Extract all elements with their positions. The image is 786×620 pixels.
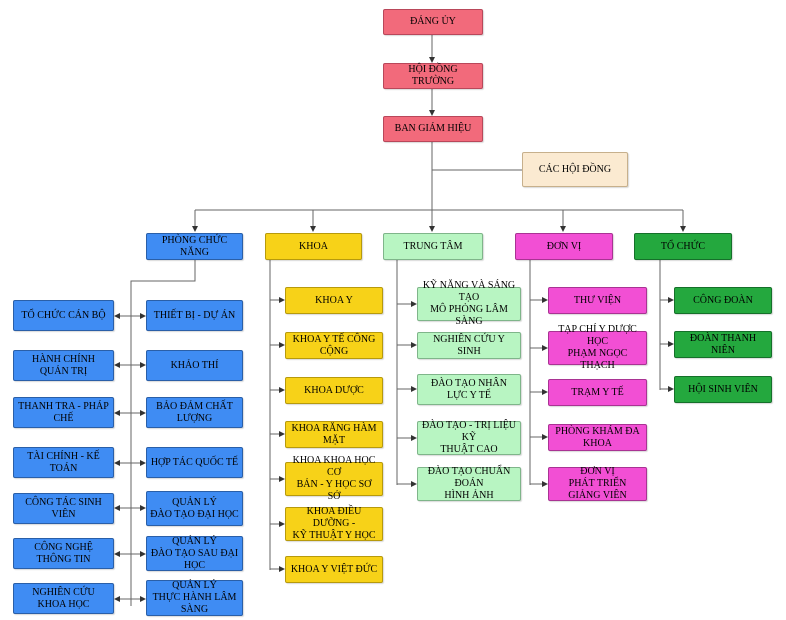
- khoa-item[interactable]: KHOA DƯỢC: [285, 377, 383, 404]
- phong-left-item[interactable]: CÔNG NGHỆ THÔNG TIN: [13, 538, 114, 569]
- phong-left-item[interactable]: HÀNH CHÍNH QUẢN TRỊ: [13, 350, 114, 381]
- phong-right-item[interactable]: THIẾT BỊ - DỰ ÁN: [146, 300, 243, 331]
- khoa-item-label: KHOA KHOA HỌC CƠ BẢN - Y HỌC SƠ SỞ: [292, 455, 376, 502]
- khoa-item[interactable]: KHOA Y VIỆT ĐỨC: [285, 556, 383, 583]
- trung-tam-label: TRUNG TÂM: [403, 240, 463, 252]
- phong-right-label: QUẢN LÝ THỰC HÀNH LÂM SÀNG: [152, 580, 237, 615]
- phong-right-item[interactable]: BẢO ĐẢM CHẤT LƯỢNG: [146, 397, 243, 428]
- khoa-item[interactable]: KHOA Y TẾ CÔNG CỘNG: [285, 332, 383, 359]
- don-vi-item[interactable]: THƯ VIỆN: [548, 287, 647, 314]
- ban-giam-hieu-box[interactable]: BAN GIÁM HIỆU: [383, 116, 483, 142]
- cac-hoi-dong-label: CÁC HỘI ĐỒNG: [538, 163, 612, 175]
- trung-tam-item-label: ĐÀO TẠO CHUẨN ĐOÁN HÌNH ẢNH: [427, 466, 511, 501]
- don-vi-item[interactable]: ĐƠN VỊ PHÁT TRIỂN GIẢNG VIÊN: [548, 466, 647, 501]
- phong-left-item[interactable]: TÀI CHÍNH - KẾ TOÁN: [13, 447, 114, 478]
- phong-left-label: CÔNG TÁC SINH VIÊN: [25, 496, 102, 520]
- phong-left-label: CÔNG NGHỆ THÔNG TIN: [34, 541, 93, 565]
- trung-tam-item[interactable]: ĐÀO TẠO NHÂN LỰC Y TẾ: [417, 374, 521, 405]
- don-vi-item-label: PHÒNG KHÁM ĐA KHOA: [555, 425, 640, 449]
- phong-left-label: THANH TRA - PHÁP CHẾ: [18, 400, 109, 424]
- trung-tam-item-label: ĐÀO TẠO NHÂN LỰC Y TẾ: [431, 377, 507, 401]
- phong-left-item[interactable]: NGHIÊN CỨU KHOA HỌC: [13, 583, 114, 614]
- khoa-item[interactable]: KHOA KHOA HỌC CƠ BẢN - Y HỌC SƠ SỞ: [285, 455, 383, 502]
- khoa-item-label: KHOA Y: [315, 294, 353, 306]
- phong-left-item[interactable]: TỔ CHỨC CÁN BỘ: [13, 300, 114, 331]
- khoa-item-label: KHOA DƯỢC: [304, 384, 364, 396]
- phong-right-label: QUẢN LÝ ĐÀO TẠO SAU ĐẠI HỌC: [150, 535, 239, 571]
- phong-right-item[interactable]: QUẢN LÝ ĐÀO TẠO ĐẠI HỌC: [146, 491, 243, 526]
- phong-right-item[interactable]: QUẢN LÝ ĐÀO TẠO SAU ĐẠI HỌC: [146, 536, 243, 571]
- khoa-item[interactable]: KHOA Y: [285, 287, 383, 314]
- to-chuc-item-label: HỘI SINH VIÊN: [688, 383, 758, 395]
- phong-right-label: BẢO ĐẢM CHẤT LƯỢNG: [156, 400, 233, 424]
- phong-right-label: QUẢN LÝ ĐÀO TẠO ĐẠI HỌC: [150, 496, 239, 520]
- khoa-item-label: KHOA ĐIỀU DƯỠNG - KỸ THUẬT Y HỌC: [292, 506, 376, 541]
- connector: [130, 260, 196, 606]
- phong-right-item[interactable]: KHẢO THÍ: [146, 350, 243, 381]
- phong-left-label: HÀNH CHÍNH QUẢN TRỊ: [31, 353, 96, 377]
- trung-tam-item[interactable]: NGHIÊN CỨU Y SINH: [417, 332, 521, 359]
- phong-right-label: KHẢO THÍ: [170, 359, 219, 371]
- khoa-label: KHOA: [299, 240, 328, 252]
- don-vi-item-label: TẠP CHÍ Y DƯỢC HỌC PHẠM NGỌC THẠCH: [558, 324, 637, 371]
- phong-left-item[interactable]: CÔNG TÁC SINH VIÊN: [13, 493, 114, 524]
- don-vi-item[interactable]: TẠP CHÍ Y DƯỢC HỌC PHẠM NGỌC THẠCH: [548, 324, 647, 371]
- trung-tam-item-label: ĐÀO TẠO - TRỊ LIỆU KỸ THUẬT CAO: [421, 420, 517, 455]
- trung-tam-box[interactable]: TRUNG TÂM: [383, 233, 483, 260]
- phong-chuc-nang-box[interactable]: PHÒNG CHỨC NĂNG: [146, 233, 243, 260]
- don-vi-item[interactable]: PHÒNG KHÁM ĐA KHOA: [548, 424, 647, 451]
- trung-tam-item-label: NGHIÊN CỨU Y SINH: [433, 333, 505, 357]
- to-chuc-box[interactable]: TỔ CHỨC: [634, 233, 732, 260]
- khoa-item[interactable]: KHOA RĂNG HÀM MẶT: [285, 421, 383, 448]
- trung-tam-item[interactable]: ĐÀO TẠO CHUẨN ĐOÁN HÌNH ẢNH: [417, 466, 521, 501]
- trung-tam-item-label: KỸ NĂNG VÀ SÁNG TẠO MÔ PHỎNG LÂM SÀNG: [422, 280, 516, 327]
- to-chuc-item-label: ĐOÀN THANH NIÊN: [689, 332, 757, 356]
- phong-left-label: NGHIÊN CỨU KHOA HỌC: [32, 586, 95, 610]
- hoi-dong-truong-box[interactable]: HỘI ĐỒNG TRƯỜNG: [383, 63, 483, 89]
- khoa-item[interactable]: KHOA ĐIỀU DƯỠNG - KỸ THUẬT Y HỌC: [285, 506, 383, 541]
- to-chuc-item[interactable]: HỘI SINH VIÊN: [674, 376, 772, 403]
- don-vi-box[interactable]: ĐƠN VỊ: [515, 233, 613, 260]
- to-chuc-item[interactable]: CÔNG ĐOÀN: [674, 287, 772, 314]
- don-vi-label: ĐƠN VỊ: [546, 240, 582, 252]
- phong-left-label: TÀI CHÍNH - KẾ TOÁN: [27, 450, 100, 474]
- phong-left-label: TỔ CHỨC CÁN BỘ: [21, 309, 106, 321]
- khoa-item-label: KHOA Y TẾ CÔNG CỘNG: [292, 333, 376, 357]
- cac-hoi-dong-box[interactable]: CÁC HỘI ĐỒNG: [522, 152, 628, 187]
- dang-uy-label: ĐẢNG ỦY: [410, 16, 456, 27]
- don-vi-item-label: TRẠM Y TẾ: [571, 386, 624, 398]
- phong-right-item[interactable]: HỢP TÁC QUỐC TẾ: [146, 447, 243, 478]
- to-chuc-item-label: CÔNG ĐOÀN: [693, 294, 753, 306]
- khoa-item-label: KHOA Y VIỆT ĐỨC: [290, 563, 378, 575]
- ban-giam-hieu-label: BAN GIÁM HIỆU: [394, 123, 472, 134]
- trung-tam-item[interactable]: ĐÀO TẠO - TRỊ LIỆU KỸ THUẬT CAO: [417, 420, 521, 455]
- to-chuc-label: TỔ CHỨC: [660, 240, 706, 252]
- phong-left-item[interactable]: THANH TRA - PHÁP CHẾ: [13, 397, 114, 428]
- don-vi-item-label: THƯ VIỆN: [573, 294, 622, 306]
- phong-right-label: HỢP TÁC QUỐC TẾ: [150, 456, 239, 468]
- phong-right-item[interactable]: QUẢN LÝ THỰC HÀNH LÂM SÀNG: [146, 580, 243, 616]
- phong-right-label: THIẾT BỊ - DỰ ÁN: [153, 309, 236, 321]
- phong-chuc-nang-label: PHÒNG CHỨC NĂNG: [161, 234, 228, 258]
- hoi-dong-truong-label: HỘI ĐỒNG TRƯỜNG: [408, 64, 458, 87]
- don-vi-item-label: ĐƠN VỊ PHÁT TRIỂN GIẢNG VIÊN: [568, 466, 627, 501]
- trung-tam-item[interactable]: KỸ NĂNG VÀ SÁNG TẠO MÔ PHỎNG LÂM SÀNG: [417, 280, 521, 327]
- don-vi-item[interactable]: TRẠM Y TẾ: [548, 379, 647, 406]
- dang-uy-box[interactable]: ĐẢNG ỦY: [383, 9, 483, 35]
- khoa-box[interactable]: KHOA: [265, 233, 362, 260]
- to-chuc-item[interactable]: ĐOÀN THANH NIÊN: [674, 331, 772, 358]
- khoa-item-label: KHOA RĂNG HÀM MẶT: [291, 422, 377, 446]
